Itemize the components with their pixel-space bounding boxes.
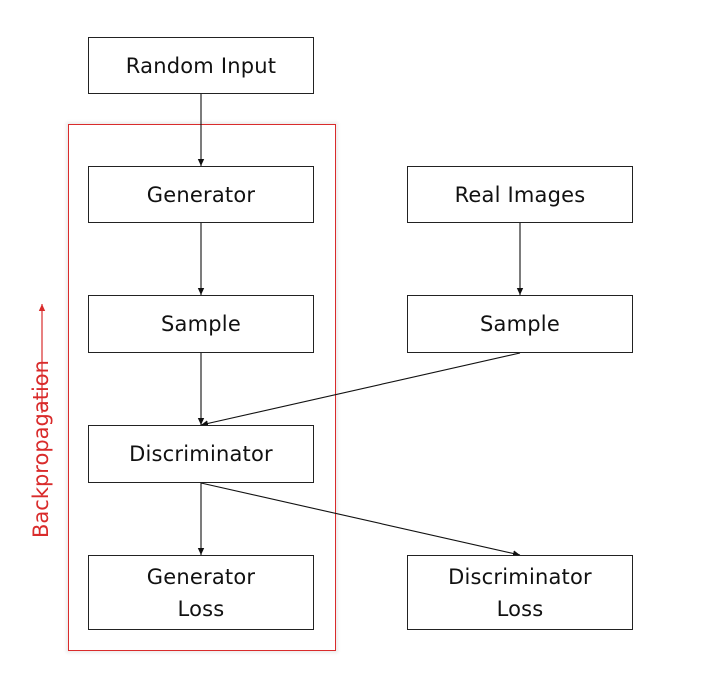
edge-sample-real-to-discriminator xyxy=(200,352,521,427)
generator-loss-label: Generator Loss xyxy=(146,564,256,621)
generated-sample-box: Sample xyxy=(88,295,314,353)
generator-loss-box: Generator Loss xyxy=(88,555,314,630)
generator-box: Generator xyxy=(88,166,314,223)
real-sample-label: Sample xyxy=(480,312,560,336)
discriminator-box: Discriminator xyxy=(88,425,314,483)
discriminator-loss-label: Discriminator Loss xyxy=(448,564,592,621)
backpropagation-frame xyxy=(68,124,336,651)
backpropagation-label: Backpropagation xyxy=(29,360,53,538)
real-images-label: Real Images xyxy=(454,182,586,207)
real-images-box: Real Images xyxy=(407,166,633,223)
diagram-edges xyxy=(197,94,524,557)
generator-label: Generator xyxy=(146,182,256,207)
random-input-label: Random Input xyxy=(125,53,277,78)
discriminator-label: Discriminator xyxy=(129,442,273,466)
random-input-box: Random Input xyxy=(88,37,314,94)
edge-discriminator-to-discriminator-loss xyxy=(200,482,521,557)
discriminator-loss-box: Discriminator Loss xyxy=(407,555,633,630)
real-sample-box: Sample xyxy=(407,295,633,353)
generated-sample-label: Sample xyxy=(161,312,241,336)
